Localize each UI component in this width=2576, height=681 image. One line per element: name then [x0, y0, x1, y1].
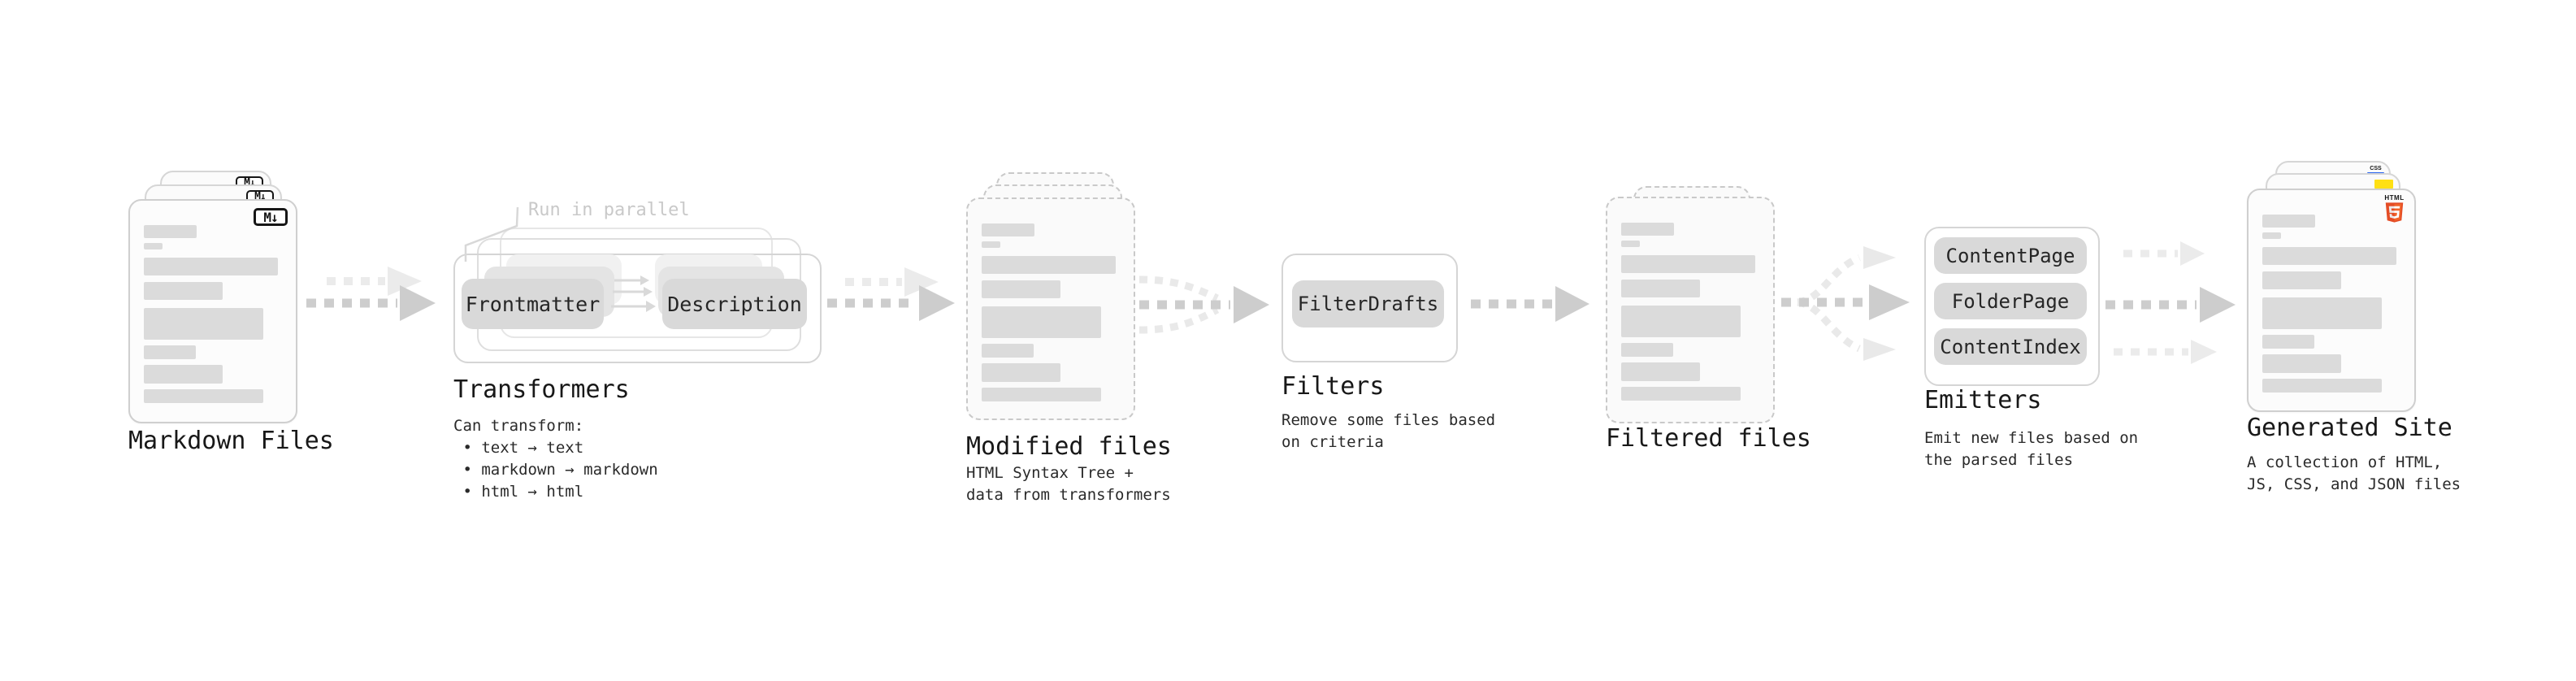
modified-files-description: HTML Syntax Tree + data from transformer… — [966, 462, 1171, 506]
arrow-markdown-to-transformers — [306, 267, 436, 321]
modified-file-page-front — [966, 197, 1135, 420]
emitters-frame — [1924, 227, 2100, 386]
filters-frame — [1281, 254, 1458, 362]
document-content-placeholder — [1621, 223, 1755, 401]
filtered-file-page-front — [1606, 197, 1775, 423]
filters-title: Filters — [1281, 372, 1385, 401]
arrow-modified-to-filters-merge — [1138, 275, 1269, 334]
description-line: • html → html — [453, 483, 584, 501]
markdown-file-page-front: M↓ — [128, 199, 297, 423]
description-line: HTML Syntax Tree + — [966, 464, 1134, 482]
arrow-emitters-to-site — [2105, 241, 2236, 364]
frontmatter-node: Frontmatter — [462, 279, 604, 329]
description-line: Can transform: — [453, 417, 584, 435]
description-line: JS, CSS, and JSON files — [2247, 475, 2461, 493]
description-line: • markdown → markdown — [453, 461, 658, 479]
arrow-filtered-to-emitters-split — [1781, 246, 1910, 361]
html5-icon: HTML — [2384, 194, 2405, 227]
description-line: on criteria — [1281, 433, 1384, 451]
emitters-description: Emit new files based on the parsed files — [1924, 427, 2138, 471]
transformers-description: Can transform: • text → text • markdown … — [453, 415, 658, 503]
description-line: • text → text — [453, 439, 584, 457]
generated-site-title: Generated Site — [2247, 414, 2452, 442]
arrow-transformers-to-modified — [827, 267, 955, 321]
folderpage-node: FolderPage — [1934, 283, 2087, 319]
generated-site-page-html: HTML — [2247, 189, 2416, 412]
markdown-icon: M↓ — [254, 208, 288, 226]
contentpage-node: ContentPage — [1934, 237, 2087, 274]
run-in-parallel-note: Run in parallel — [528, 200, 690, 220]
description-line: Emit new files based on — [1924, 429, 2139, 447]
transformers-title: Transformers — [453, 375, 630, 404]
document-content-placeholder — [144, 225, 278, 403]
filtered-files-title: Filtered files — [1606, 424, 1811, 453]
filters-description: Remove some files based on criteria — [1281, 410, 1495, 453]
emitters-title: Emitters — [1924, 386, 2042, 414]
html5-icon-label: HTML — [2384, 194, 2405, 202]
arrow-filters-to-filtered — [1471, 286, 1589, 322]
filterdrafts-node: FilterDrafts — [1292, 280, 1444, 327]
transformer-frame-front — [453, 254, 822, 363]
modified-files-title: Modified files — [966, 432, 1172, 461]
description-line: the parsed files — [1924, 451, 2074, 469]
generated-site-description: A collection of HTML, JS, CSS, and JSON … — [2247, 452, 2461, 496]
css-icon-label: CSS — [2370, 166, 2382, 171]
contentindex-node: ContentIndex — [1934, 328, 2087, 365]
document-content-placeholder — [2262, 215, 2396, 393]
description-line: A collection of HTML, — [2247, 453, 2443, 471]
html5-shield-icon — [2385, 202, 2404, 223]
description-line: data from transformers — [966, 486, 1171, 504]
description-line: Remove some files based — [1281, 411, 1496, 429]
js-icon — [2374, 180, 2393, 189]
description-node: Description — [662, 279, 807, 329]
document-content-placeholder — [982, 223, 1116, 401]
markdown-files-title: Markdown Files — [128, 427, 334, 455]
